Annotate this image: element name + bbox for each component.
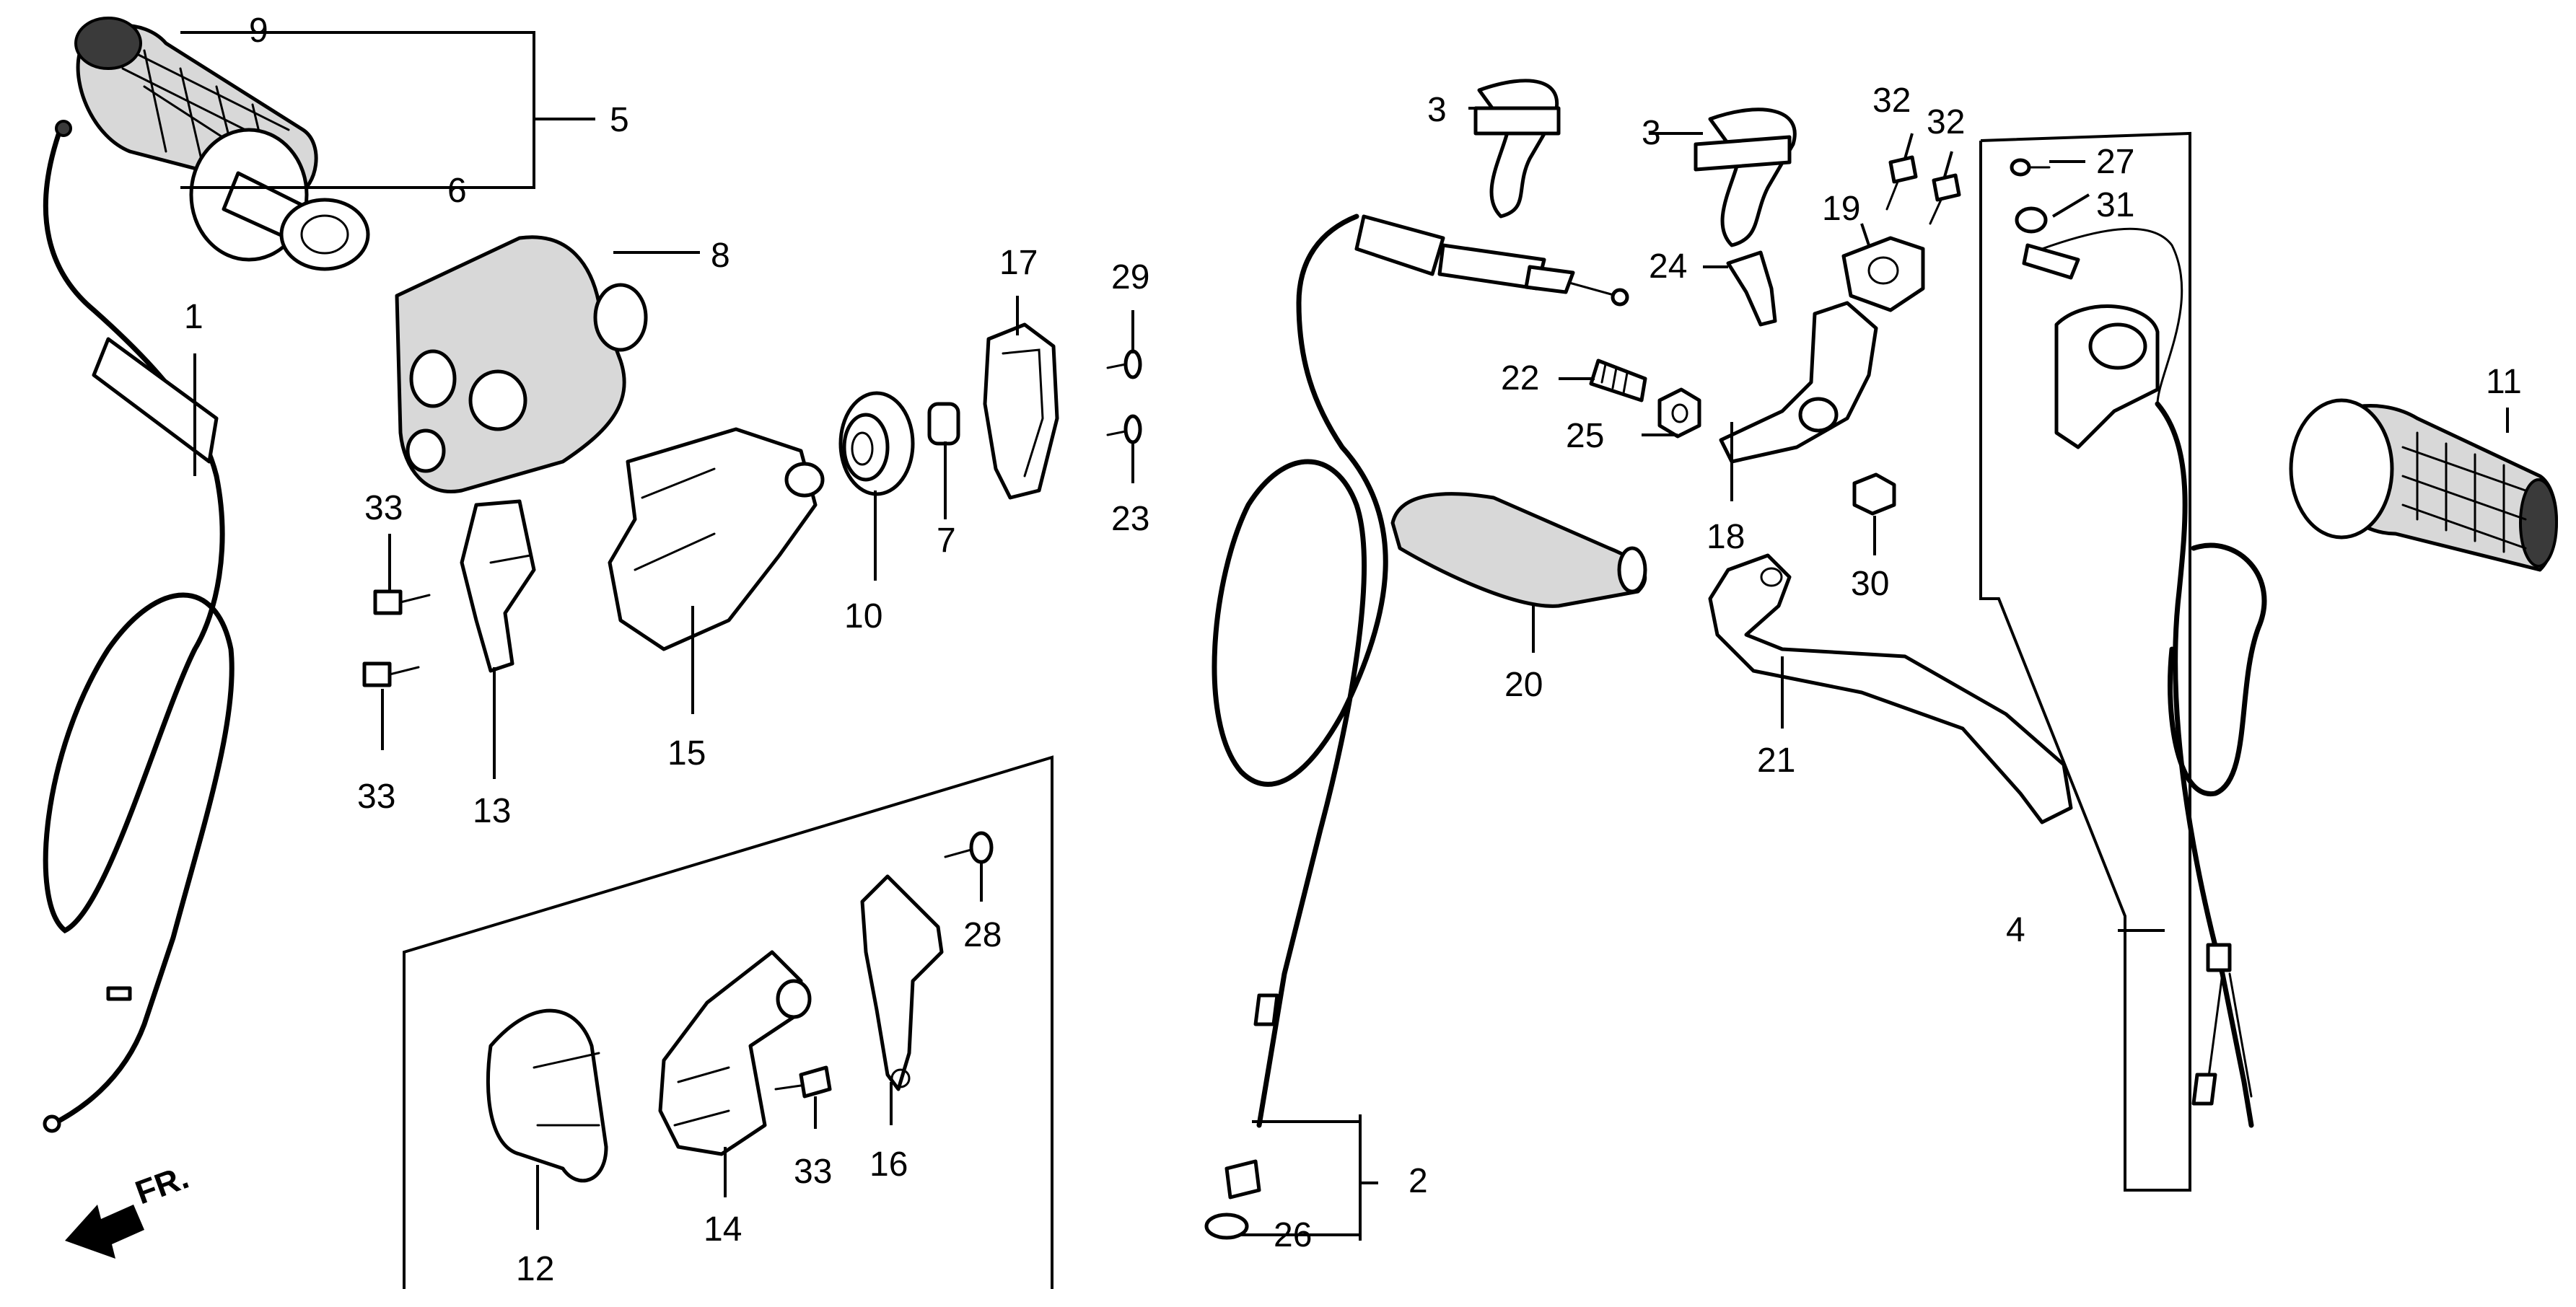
- screw-27: [2010, 158, 2051, 177]
- callout-label: 19: [1822, 190, 1860, 228]
- callout-label: 11: [2486, 363, 2522, 401]
- callout-labels: 1 2 3 3 4 5 6 7 8 9 10 11 12 13 14 15 16…: [184, 12, 2522, 1288]
- screw-23: [1106, 414, 1142, 444]
- clamp-13: [460, 499, 536, 673]
- pulley-10: [838, 391, 915, 496]
- callout-label: 13: [473, 792, 511, 830]
- washer-31: [2015, 206, 2048, 234]
- front-direction-label: FR.: [131, 1158, 193, 1211]
- screw-28: [944, 831, 994, 864]
- front-direction-arrow: FR.: [65, 1158, 193, 1259]
- engine-stop-switch-4: [2022, 227, 2267, 1128]
- collar-7: [927, 402, 960, 446]
- callout-label: 28: [963, 916, 1002, 954]
- cover-17: [983, 322, 1059, 500]
- screw-29: [1106, 349, 1142, 379]
- clutch-cable: [1204, 214, 1629, 1240]
- callout-label: 20: [1504, 666, 1543, 704]
- callout-label: 23: [1111, 500, 1149, 538]
- callout-label: 3: [1427, 91, 1447, 129]
- lever-cover-20: [1390, 492, 1647, 608]
- clamp-12: [486, 1008, 608, 1183]
- throttle-housing: [395, 235, 648, 493]
- callout-label: 14: [704, 1210, 742, 1249]
- callout-label: 4: [2006, 911, 2025, 949]
- bolt-33-c: [774, 1065, 832, 1099]
- bolt-32-b: [1929, 173, 1961, 225]
- throttle-grip: [74, 17, 370, 271]
- callout-label: 32: [1872, 82, 1911, 120]
- callout-label: 30: [1851, 565, 1889, 603]
- callout-label: 6: [447, 172, 467, 210]
- bolt-33-a: [373, 589, 431, 615]
- grip-11: [2289, 398, 2558, 572]
- nut-30: [1852, 472, 1896, 516]
- inset-frame-right: [1979, 131, 2191, 1192]
- housing-15: [608, 427, 825, 651]
- adjuster-24: [1726, 250, 1777, 327]
- callout-label: 8: [711, 237, 730, 275]
- callout-label: 9: [249, 12, 268, 50]
- callout-label: 25: [1566, 417, 1604, 455]
- callout-label: 15: [667, 734, 706, 773]
- callout-label: 2: [1409, 1162, 1428, 1200]
- throttle-cable: [43, 120, 235, 1133]
- callout-label: 32: [1927, 103, 1965, 141]
- callout-label: 5: [610, 101, 629, 139]
- cover-16: [860, 874, 944, 1091]
- callout-label: 21: [1757, 741, 1795, 780]
- leader-lines: [180, 31, 2509, 1241]
- callout-label: 33: [364, 489, 403, 527]
- callout-label: 1: [184, 298, 203, 336]
- callout-label: 10: [844, 597, 882, 635]
- adjuster-22: [1589, 358, 1647, 402]
- callout-label: 3: [1642, 114, 1661, 152]
- locknut-25: [1657, 387, 1701, 439]
- callout-label: 33: [794, 1153, 832, 1191]
- callout-label: 24: [1649, 247, 1687, 286]
- callout-label: 16: [869, 1145, 908, 1184]
- callout-label: 17: [999, 244, 1038, 282]
- callout-label: 26: [1274, 1216, 1312, 1254]
- housing-14: [658, 950, 812, 1156]
- bolt-32-a: [1885, 155, 1918, 211]
- inset-frame-left: [403, 755, 1053, 1289]
- bolt-33-b: [362, 661, 420, 687]
- callout-label: 27: [2096, 143, 2134, 181]
- clamp-19: [1841, 236, 1925, 312]
- callout-label: 12: [516, 1250, 554, 1288]
- lever-bracket-18: [1719, 301, 1878, 464]
- callout-label: 7: [937, 522, 956, 560]
- clutch-lever-21: [1708, 553, 2073, 824]
- callout-label: 22: [1501, 359, 1539, 397]
- strap-3-a: [1473, 79, 1561, 219]
- callout-label: 33: [357, 778, 395, 816]
- callout-label: 18: [1707, 518, 1745, 556]
- strap-3-b: [1694, 107, 1797, 247]
- callout-label: 29: [1111, 258, 1149, 296]
- callout-label: 31: [2096, 186, 2134, 224]
